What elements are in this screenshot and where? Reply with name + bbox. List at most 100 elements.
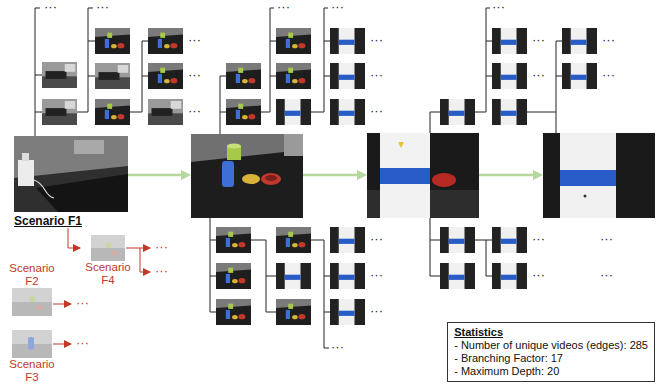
flow-arrow-head bbox=[181, 170, 191, 180]
thumb-band bbox=[571, 40, 587, 45]
thumb-table bbox=[216, 306, 251, 326]
tree-line bbox=[261, 112, 270, 113]
tree-line bbox=[266, 276, 276, 277]
thumb-faded-bowl bbox=[112, 251, 117, 255]
thumb-table bbox=[226, 70, 261, 90]
thumb-arm bbox=[501, 263, 517, 289]
thumb-cup-green bbox=[288, 232, 293, 237]
thumb-arm bbox=[339, 63, 355, 89]
thumb-band bbox=[501, 111, 517, 116]
robot-arm bbox=[380, 133, 430, 218]
thumb-table bbox=[276, 306, 311, 326]
thumb-wall bbox=[276, 227, 311, 253]
thumb-ground bbox=[492, 263, 527, 289]
thumb-arm bbox=[339, 28, 355, 54]
ellipsis-label: ··· bbox=[188, 33, 201, 47]
thumb-bowl-red bbox=[298, 43, 305, 48]
thumb-bowl-red bbox=[298, 78, 305, 83]
thumb-cup-blue bbox=[105, 110, 109, 119]
tree-line bbox=[324, 348, 329, 349]
thumb-wall bbox=[148, 63, 183, 89]
tree-line bbox=[266, 312, 276, 313]
thumb-ground bbox=[562, 63, 597, 89]
thumb-cup-blue bbox=[236, 110, 240, 119]
thumb-cup-blue bbox=[236, 74, 240, 83]
thumbnail bbox=[14, 136, 128, 212]
flow-arrow-head bbox=[357, 170, 367, 180]
thumb-ground bbox=[330, 63, 365, 89]
thumbnail bbox=[95, 99, 130, 125]
thumb-bowl-red bbox=[298, 242, 305, 247]
thumb-cup-green bbox=[238, 104, 243, 109]
thumbnail bbox=[148, 28, 183, 54]
ellipsis-label: ··· bbox=[532, 268, 545, 282]
thumb-bowl-yellow bbox=[292, 44, 298, 48]
thumbnail bbox=[216, 299, 251, 325]
thumbnail bbox=[330, 28, 365, 54]
thumb-band bbox=[339, 311, 355, 316]
thumb-band bbox=[571, 75, 587, 80]
tree-line bbox=[486, 240, 492, 241]
thumb-arm bbox=[339, 263, 355, 289]
thumb-window bbox=[65, 64, 76, 72]
thumb-band bbox=[339, 75, 355, 80]
thumb-table bbox=[148, 35, 183, 55]
ellipsis-label: ··· bbox=[155, 264, 168, 278]
tree-line bbox=[210, 276, 216, 277]
thumb-ground bbox=[492, 28, 527, 54]
thumbnail bbox=[492, 63, 527, 89]
stats-line: - Number of unique videos (edges): 285 bbox=[454, 339, 648, 352]
thumbnail bbox=[276, 99, 311, 125]
thumbnail bbox=[12, 288, 52, 316]
scenario-image bbox=[12, 288, 52, 316]
thumb-faded bbox=[91, 235, 125, 261]
thumb-ground bbox=[440, 99, 475, 125]
tree-line bbox=[220, 112, 226, 113]
thumb-bowl-red bbox=[248, 114, 255, 119]
thumbnail bbox=[148, 63, 183, 89]
tree-line bbox=[35, 112, 42, 113]
photo-table bbox=[191, 150, 303, 218]
tree-line bbox=[88, 41, 95, 42]
thumb-wall bbox=[95, 99, 130, 125]
ellipsis-label: ··· bbox=[532, 232, 545, 246]
thumb-arm bbox=[571, 63, 587, 89]
scenario-label: Scenario F3 bbox=[6, 358, 58, 384]
tree-line bbox=[556, 41, 562, 42]
tree-line bbox=[486, 41, 492, 42]
tree-line bbox=[35, 75, 42, 76]
thumb-band bbox=[339, 275, 355, 280]
thumb-cup-green bbox=[288, 68, 293, 73]
cup-blue bbox=[222, 161, 234, 187]
thumb-bowl-yellow bbox=[242, 79, 248, 83]
robot-sticker bbox=[398, 142, 404, 148]
stats-line: - Branching Factor: 17 bbox=[454, 352, 648, 365]
thumb-bowl-yellow bbox=[164, 79, 170, 83]
thumbnail bbox=[330, 299, 365, 325]
thumb-wall bbox=[216, 263, 251, 289]
tree-line bbox=[130, 112, 142, 113]
tree-line bbox=[324, 8, 328, 9]
thumb-table bbox=[226, 106, 261, 126]
scenario-arrow bbox=[126, 248, 150, 249]
cup-green-rim bbox=[227, 144, 241, 149]
photo-ground bbox=[14, 136, 128, 212]
tree-group bbox=[35, 8, 597, 348]
tree-line bbox=[556, 41, 557, 133]
thumbnail bbox=[276, 28, 311, 54]
tree-line bbox=[475, 240, 486, 241]
ellipsis-label: ··· bbox=[331, 0, 344, 14]
tree-line bbox=[486, 276, 492, 277]
ellipsis-label: ··· bbox=[370, 268, 383, 282]
thumb-cup-blue bbox=[226, 310, 230, 319]
thumbnail bbox=[216, 263, 251, 289]
thumb-sofa bbox=[152, 108, 173, 116]
stats-box: Statistics- Number of unique videos (edg… bbox=[447, 322, 655, 382]
thumb-cup-blue bbox=[158, 74, 162, 83]
thumb-bowl-yellow bbox=[292, 315, 298, 319]
ellipsis-label: ··· bbox=[600, 268, 613, 282]
thumb-arm bbox=[449, 227, 465, 253]
thumb-arm bbox=[285, 99, 301, 125]
tree-line bbox=[311, 112, 324, 113]
thumb-bowl-yellow bbox=[232, 315, 238, 319]
